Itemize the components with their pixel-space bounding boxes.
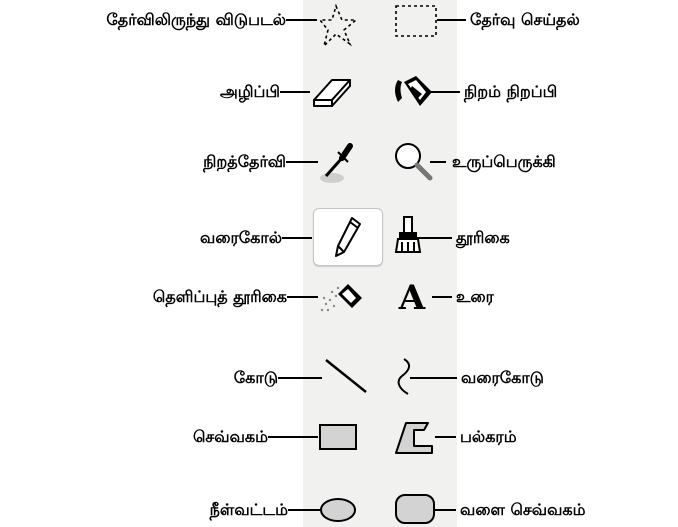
rounded-rect-tool-icon[interactable] <box>394 492 436 526</box>
label-eraser: அழிப்பி <box>219 82 280 101</box>
label-curve: வரைகோடு <box>461 368 544 387</box>
text-tool-glyph: A <box>398 278 426 318</box>
magnifier-icon[interactable] <box>392 140 434 182</box>
label-fill: நிறம் நிறப்பி <box>464 82 558 101</box>
ellipse-tool-icon[interactable] <box>318 496 358 524</box>
label-magnifier: உருப்பெருக்கி <box>452 152 556 171</box>
pencil-icon[interactable] <box>332 216 364 258</box>
label-brush: தூரிகை <box>456 228 510 247</box>
airbrush-icon[interactable] <box>318 280 364 316</box>
fill-bucket-icon[interactable] <box>392 72 434 112</box>
free-select-icon[interactable] <box>318 2 358 48</box>
eraser-icon[interactable] <box>310 74 354 110</box>
label-airbrush: தெளிப்புத் தூரிகை <box>152 287 287 306</box>
line-tool-icon[interactable] <box>322 356 370 396</box>
brush-icon[interactable] <box>392 214 426 256</box>
label-rectangle: செவ்வகம் <box>192 427 268 446</box>
rectangle-tool-icon[interactable] <box>318 422 358 452</box>
label-rounded-rect: வளை செவ்வகம் <box>460 500 586 519</box>
label-free-select: தேர்விலிருந்து விடுபடல் <box>106 10 286 29</box>
curve-tool-icon[interactable] <box>394 356 414 398</box>
label-pencil: வரைகோல் <box>200 228 282 247</box>
label-ellipse: நீள்வட்டம் <box>209 500 288 519</box>
label-color-picker: நிறத்தேர்வி <box>203 152 286 171</box>
rect-select-icon[interactable] <box>394 4 438 38</box>
label-line: கோடு <box>233 368 278 387</box>
polygon-tool-icon[interactable] <box>392 420 436 456</box>
text-tool-icon[interactable]: A <box>392 280 432 316</box>
eyedropper-icon[interactable] <box>318 140 358 186</box>
label-rect-select: தேர்வு செய்தல் <box>470 10 580 29</box>
label-text: உரை <box>456 287 494 306</box>
label-polygon: பல்கரம் <box>460 427 517 446</box>
